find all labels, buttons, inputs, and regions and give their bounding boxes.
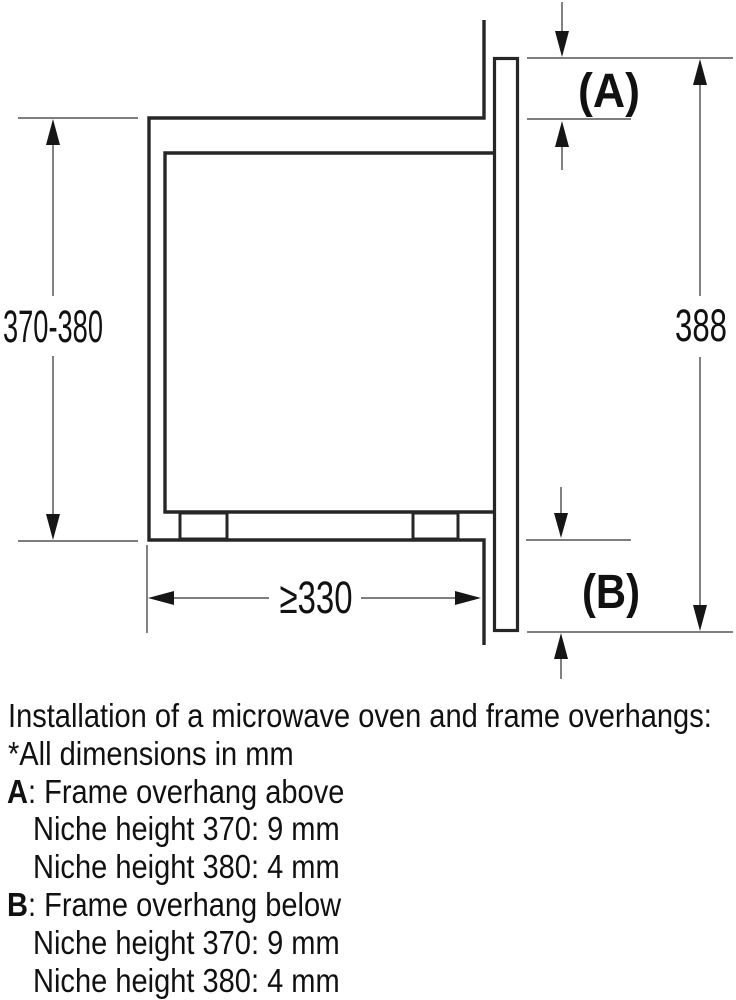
dimension-lines — [18, 2, 733, 679]
note-item-a: A: Frame overhang above — [7, 773, 736, 811]
note-item-b-rest: : Frame overhang below — [27, 885, 342, 923]
notes-title: Installation of a microwave oven and fra… — [8, 697, 736, 735]
microwave-foot-right — [411, 511, 460, 541]
arrow-niche-height-up — [46, 119, 60, 145]
dim-frame-height-label: 388 — [675, 300, 727, 351]
arrow-overhang-above-up — [555, 121, 569, 147]
arrow-frame-height-up — [693, 59, 707, 85]
note-item-a-line1: Niche height 370: 9 mm — [33, 810, 736, 848]
arrow-depth-right — [455, 591, 481, 605]
note-item-b: B: Frame overhang below — [7, 886, 736, 924]
notes-title-text: Installation of a microwave oven and fra… — [8, 697, 712, 734]
overhang-above-label: (A) — [578, 65, 640, 118]
dim-min-depth-label: ≥330 — [280, 572, 353, 623]
arrow-overhang-below-up — [554, 633, 568, 659]
notes-subtitle-text: *All dimensions in mm — [8, 734, 294, 772]
note-item-a-line2: Niche height 380: 4 mm — [33, 848, 736, 886]
arrow-overhang-below-down — [554, 513, 568, 538]
note-item-a-key: A — [7, 772, 28, 810]
arrow-niche-height-down — [46, 514, 60, 540]
note-item-b-key: B — [7, 885, 28, 923]
notes-block: Installation of a microwave oven and fra… — [0, 697, 736, 999]
notes-subtitle: *All dimensions in mm — [8, 735, 736, 773]
overhang-below-label: (B) — [582, 566, 640, 619]
note-item-a-rest: : Frame overhang above — [27, 772, 345, 810]
installation-diagram: 370-380 388 ≥330 (A) (B) — [3, 2, 733, 679]
note-item-b-line1-text: Niche height 370: 9 mm — [33, 923, 340, 961]
microwave-body-outline — [163, 151, 496, 514]
frame-panel — [492, 56, 520, 633]
note-item-b-line2: Niche height 380: 4 mm — [33, 962, 736, 1000]
note-item-a-line1-text: Niche height 370: 9 mm — [33, 810, 340, 848]
dim-niche-height-label: 370-380 — [3, 301, 103, 352]
note-item-b-line2-text: Niche height 380: 4 mm — [33, 961, 340, 999]
microwave-foot-left — [178, 511, 229, 541]
note-item-b-text: B: Frame overhang below — [7, 886, 341, 924]
arrow-frame-height-down — [693, 605, 707, 631]
note-item-b-line1: Niche height 370: 9 mm — [33, 924, 736, 962]
arrow-overhang-above-down — [555, 31, 569, 57]
note-item-a-line2-text: Niche height 380: 4 mm — [33, 848, 340, 886]
dimension-arrowheads — [46, 31, 707, 659]
note-item-a-text: A: Frame overhang above — [7, 773, 344, 811]
arrow-depth-left — [148, 591, 174, 605]
cabinet-niche-outline — [147, 20, 486, 645]
